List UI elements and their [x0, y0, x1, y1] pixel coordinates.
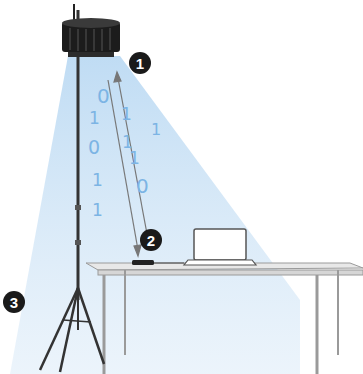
- light-cone: [10, 56, 300, 374]
- callout-number: 2: [140, 229, 162, 251]
- binary-digit: 1: [89, 110, 100, 127]
- callout-text: 2: [147, 233, 155, 248]
- binary-digit: 1: [129, 150, 140, 167]
- binary-digit: 0: [136, 176, 149, 196]
- binary-digit: 0: [88, 138, 100, 157]
- cable: [154, 263, 184, 264]
- binary-digit: 1: [122, 134, 133, 151]
- laptop: [184, 229, 256, 265]
- callout-text: 1: [136, 56, 144, 71]
- table: [86, 263, 363, 374]
- callout-number: 1: [129, 52, 151, 74]
- signal-arrows: [108, 72, 150, 256]
- binary-digit: 1: [92, 202, 103, 219]
- binary-digit: 1: [92, 172, 103, 189]
- binary-digit: 1: [121, 106, 132, 123]
- binary-digit: 1: [151, 122, 161, 138]
- transmitter-device: [62, 4, 120, 57]
- tripod: [40, 10, 104, 372]
- callout-text: 3: [10, 295, 18, 310]
- callout-number: 3: [3, 291, 25, 313]
- binary-digit: 0: [97, 86, 110, 106]
- receiver-device: [132, 260, 154, 265]
